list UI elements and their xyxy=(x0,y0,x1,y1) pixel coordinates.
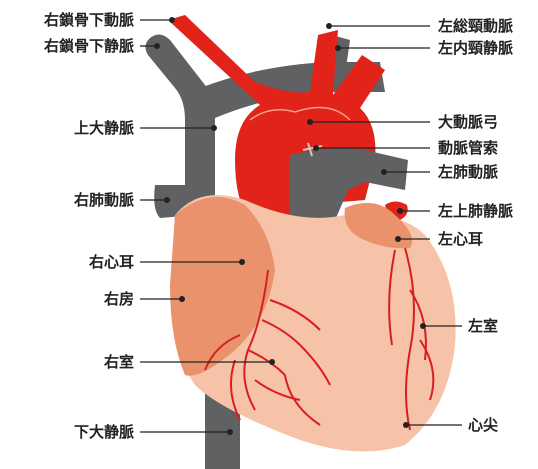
label-left-internal-jugular-vein: 左内頸静脈 xyxy=(438,39,513,57)
label-aortic-arch: 大動脈弓 xyxy=(438,113,498,131)
label-ligamentum-arteriosum: 動脈管索 xyxy=(438,139,498,157)
label-left-auricle: 左心耳 xyxy=(438,230,483,248)
label-right-atrium: 右房 xyxy=(104,290,134,308)
label-left-superior-pulmonary-vein: 左上肺静脈 xyxy=(438,202,513,220)
label-right-ventricle: 右室 xyxy=(104,353,134,371)
label-right-subclavian-artery: 右鎖骨下動脈 xyxy=(44,11,134,29)
label-superior-vena-cava: 上大静脈 xyxy=(74,119,134,137)
label-right-pulmonary-artery: 右肺動脈 xyxy=(74,191,134,209)
label-inferior-vena-cava: 下大静脈 xyxy=(74,423,134,441)
label-right-subclavian-vein: 右鎖骨下静脈 xyxy=(44,37,134,55)
label-left-pulmonary-artery: 左肺動脈 xyxy=(438,163,498,181)
label-left-ventricle: 左室 xyxy=(468,317,498,335)
label-right-auricle: 右心耳 xyxy=(89,253,134,271)
label-apex: 心尖 xyxy=(468,416,498,434)
label-left-common-carotid-artery: 左総頸動脈 xyxy=(438,17,513,35)
